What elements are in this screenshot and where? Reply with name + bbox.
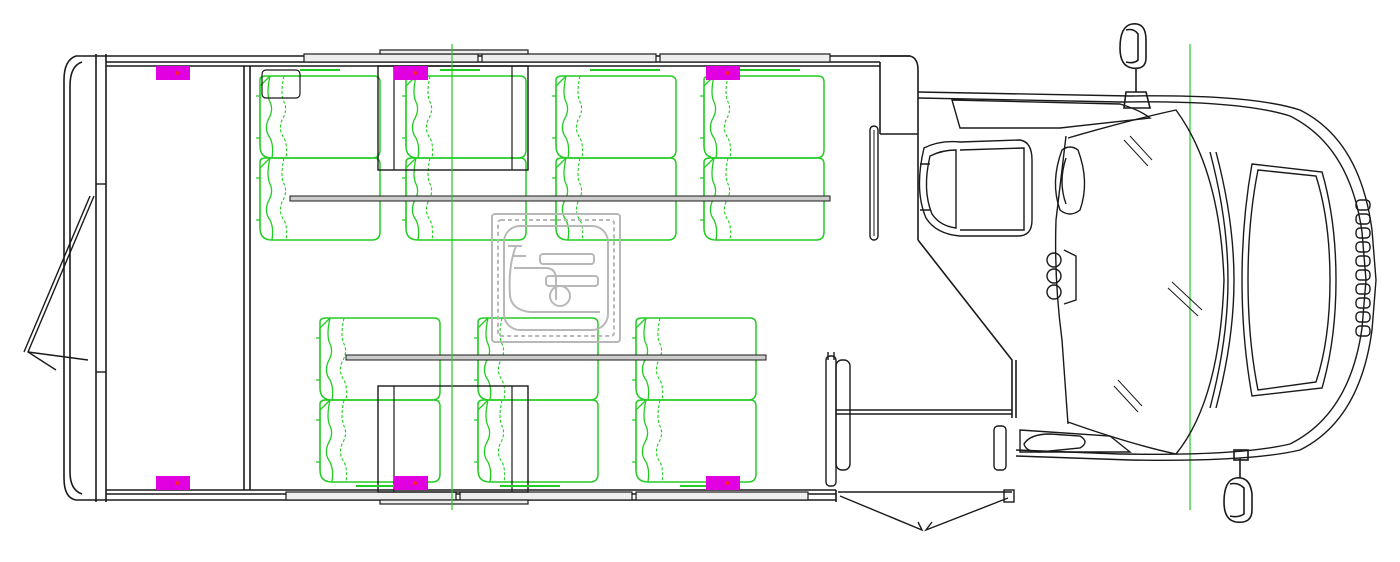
- seat-rail-upper: [289, 195, 831, 202]
- bus-body: [63, 54, 1017, 502]
- seat-pair-upper-1: [256, 76, 380, 240]
- front-vents: [1355, 199, 1371, 337]
- anchor-lower-2: [394, 476, 428, 490]
- seat-row-upper: [256, 65, 831, 240]
- hood-panel: [1241, 163, 1337, 397]
- anchor-lower-3: [706, 476, 740, 490]
- dashboard: [1067, 109, 1225, 455]
- seat-rail-lower: [345, 354, 767, 361]
- pedals: [1046, 249, 1077, 305]
- side-mirror-right: [1223, 449, 1253, 524]
- steering-wheel: [1054, 146, 1086, 215]
- rear-door: [23, 195, 95, 371]
- side-entry-door: [838, 489, 1015, 532]
- anchor-lower-1: [156, 476, 190, 490]
- anchor-upper-3: [706, 66, 740, 80]
- rear-end: [63, 55, 96, 501]
- cab-wall-upper: [880, 55, 919, 92]
- cab: [917, 91, 1377, 461]
- anchor-upper-1: [156, 66, 190, 80]
- driver-seat: [918, 139, 1033, 237]
- hood-outline: [917, 91, 1377, 461]
- windows-bottom: [285, 491, 809, 505]
- handrail: [869, 125, 879, 241]
- folding-seat-frame-upper: [377, 65, 529, 171]
- side-mirror-left: [1119, 23, 1152, 109]
- seat-pair-lower-3: [632, 318, 756, 482]
- seat-row-lower: [316, 318, 767, 493]
- rear-ticks: [96, 183, 106, 373]
- rear-bumper: [69, 61, 83, 495]
- windows-top: [303, 49, 831, 63]
- seat-pair-upper-4: [700, 76, 824, 240]
- seat-pair-upper-2: [402, 76, 526, 240]
- tie-down-anchors: [156, 66, 740, 490]
- cab-wall-diagonal: [917, 239, 1013, 418]
- door-handle: [1023, 433, 1086, 453]
- anchor-upper-2: [394, 66, 428, 80]
- entry-step: [825, 352, 1007, 487]
- radiator: [1209, 151, 1229, 409]
- folding-seat-frame-lower: [377, 385, 529, 493]
- wheelchair-lift-platform: [491, 213, 621, 343]
- seat-pair-upper-3: [552, 76, 676, 240]
